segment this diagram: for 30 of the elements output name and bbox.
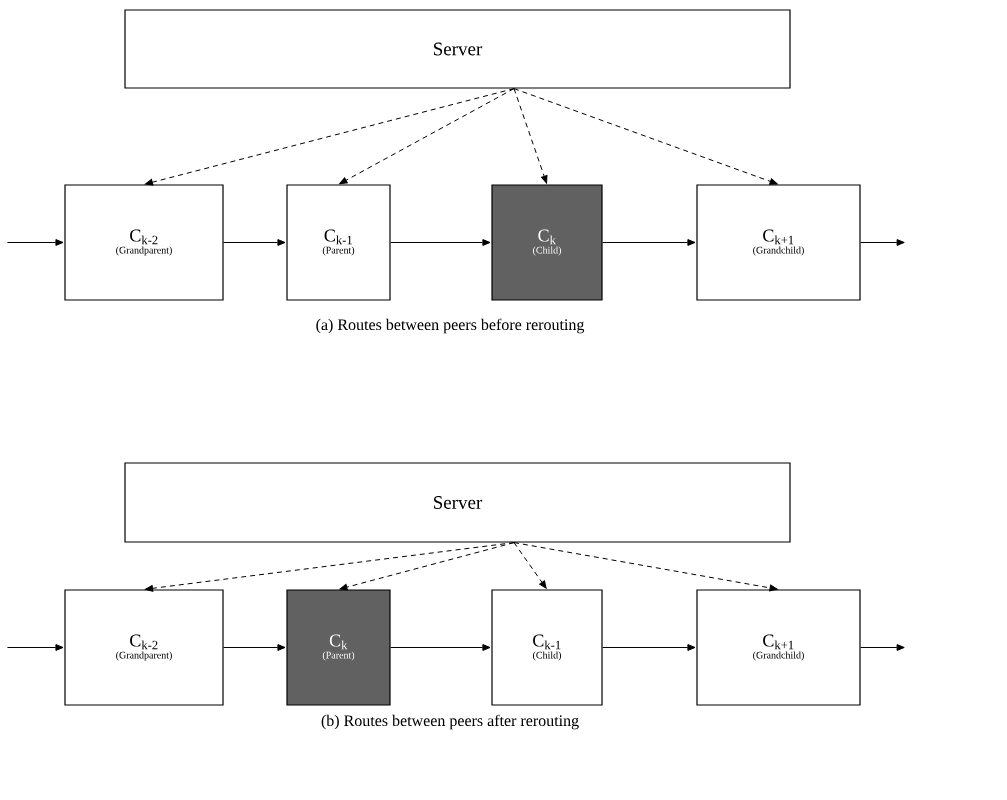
- dashed-arrow: [144, 542, 515, 592]
- dashed-arrow: [513, 88, 548, 184]
- caption: (b) Routes between peers after rerouting: [321, 714, 579, 730]
- peer-box: C$_{k+1}$ (Grandchild): [696, 184, 861, 301]
- peer-box: C$_{k-1}$ (Parent): [286, 184, 391, 301]
- server-box: Server: [124, 462, 791, 543]
- incoming-arrow: [6, 644, 64, 651]
- peer-box: C$_{k-2}$ (Grandparent): [64, 184, 224, 301]
- arrow: [390, 644, 491, 651]
- arrow: [223, 239, 286, 246]
- peer-box: C$_{k-1}$ (Child): [491, 589, 603, 706]
- dashed-arrow: [339, 88, 515, 185]
- arrow: [602, 239, 696, 246]
- dashed-arrow: [513, 542, 778, 592]
- outgoing-arrow: [860, 239, 905, 246]
- arrow: [602, 644, 696, 651]
- dashed-arrow: [339, 542, 515, 591]
- outgoing-arrow: [860, 644, 905, 651]
- server-box: Server: [124, 9, 791, 89]
- peer-box: C$_{k+1}$ (Grandchild): [696, 589, 861, 706]
- highlighted-peer-box: C$_{k}$ (Child): [491, 184, 603, 301]
- caption: (a) Routes between peers before rerouting: [316, 318, 585, 334]
- dashed-arrow: [513, 88, 778, 185]
- arrow: [223, 644, 286, 651]
- dashed-arrow: [513, 542, 547, 589]
- incoming-arrow: [6, 239, 64, 246]
- arrow: [390, 239, 491, 246]
- peer-box: C$_{k-2}$ (Grandparent): [64, 589, 224, 706]
- dashed-arrow: [144, 88, 515, 186]
- highlighted-peer-box: C$_{k}$ (Parent): [286, 589, 391, 706]
